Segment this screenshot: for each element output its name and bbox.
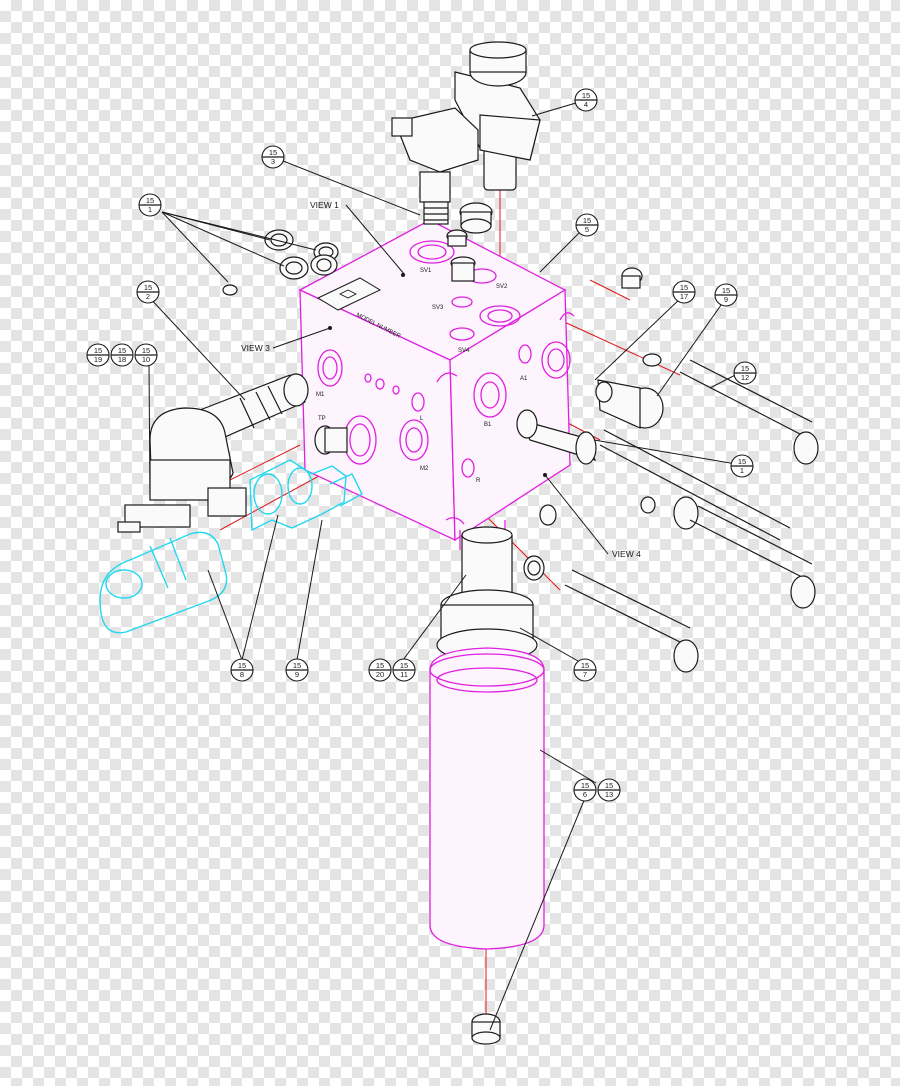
svg-text:15: 15 bbox=[741, 364, 749, 373]
balloon-item: 15 1 bbox=[138, 193, 162, 217]
balloon-item: 15 8 bbox=[230, 658, 254, 682]
svg-text:2: 2 bbox=[146, 292, 150, 301]
svg-text:11: 11 bbox=[400, 670, 408, 679]
left-fitting bbox=[314, 425, 348, 455]
port-label-top-c: SV3 bbox=[432, 305, 444, 311]
svg-text:4: 4 bbox=[584, 100, 588, 109]
svg-text:15: 15 bbox=[581, 661, 589, 670]
svg-text:15: 15 bbox=[400, 661, 408, 670]
svg-text:12: 12 bbox=[741, 373, 749, 382]
svg-text:15: 15 bbox=[144, 283, 152, 292]
svg-text:15: 15 bbox=[293, 661, 301, 670]
svg-text:15: 15 bbox=[738, 457, 746, 466]
left-solenoid-coil bbox=[117, 407, 247, 533]
port-labels: SV1 SV2 SV3 SV4 M1 TP L M2 B1 A1 R bbox=[316, 268, 528, 484]
balloon-item: 15 18 bbox=[110, 343, 134, 367]
left-cartridge-valve bbox=[199, 373, 309, 441]
balloon-item: 15 19 bbox=[86, 343, 110, 367]
svg-text:15: 15 bbox=[582, 91, 590, 100]
balloon-item: 15 11 bbox=[392, 658, 416, 682]
leader-lines bbox=[147, 99, 746, 1031]
balloons: 15 4 15 3 15 1 15 5 15 2 15 bbox=[86, 88, 757, 802]
manifold-block: MODEL NUMBER bbox=[298, 219, 575, 550]
balloon-item: 15 17 bbox=[672, 280, 696, 304]
svg-text:15: 15 bbox=[583, 216, 591, 225]
top-solenoid-valve bbox=[391, 41, 541, 225]
balloon-item: 15 2 bbox=[136, 280, 160, 304]
svg-text:19: 19 bbox=[94, 355, 102, 364]
svg-text:18: 18 bbox=[118, 355, 126, 364]
svg-text:6: 6 bbox=[583, 790, 587, 799]
svg-text:15: 15 bbox=[581, 781, 589, 790]
view-4-label: VIEW 4 bbox=[612, 549, 641, 559]
balloon-item: 15 13 bbox=[597, 778, 621, 802]
svg-text:17: 17 bbox=[680, 292, 688, 301]
svg-text:15: 15 bbox=[238, 661, 246, 670]
svg-text:10: 10 bbox=[142, 355, 150, 364]
balloon-item: 15 20 bbox=[368, 658, 392, 682]
svg-text:15: 15 bbox=[722, 286, 730, 295]
port-label-top-a: SV1 bbox=[420, 268, 432, 274]
svg-text:15: 15 bbox=[146, 196, 154, 205]
port-label-left-d: M2 bbox=[420, 466, 429, 472]
balloon-item: 15 3 bbox=[261, 145, 285, 169]
plugs-top bbox=[446, 202, 493, 282]
port-label-front-c: R bbox=[476, 478, 481, 484]
svg-text:15: 15 bbox=[142, 346, 150, 355]
port-label-front-a: B1 bbox=[484, 422, 492, 428]
svg-text:15: 15 bbox=[605, 781, 613, 790]
port-label-left-b: TP bbox=[318, 416, 326, 422]
balloon-item: 15 7 bbox=[573, 658, 597, 682]
svg-text:20: 20 bbox=[376, 670, 384, 679]
port-label-left-a: M1 bbox=[316, 392, 325, 398]
svg-text:1: 1 bbox=[148, 205, 152, 214]
port-label-top-d: SV4 bbox=[458, 348, 470, 354]
balloon-item: 15 4 bbox=[574, 88, 598, 112]
svg-text:9: 9 bbox=[724, 295, 728, 304]
svg-text:8: 8 bbox=[240, 670, 244, 679]
svg-text:15: 15 bbox=[269, 148, 277, 157]
balloon-item: 15 1 bbox=[730, 454, 754, 478]
manifold-right-face bbox=[449, 288, 571, 542]
right-components bbox=[516, 267, 819, 673]
nameplate bbox=[316, 277, 382, 311]
svg-text:15: 15 bbox=[118, 346, 126, 355]
svg-text:5: 5 bbox=[585, 225, 589, 234]
port-label-top-b: SV2 bbox=[496, 284, 508, 290]
port-label-left-c: L bbox=[420, 416, 424, 422]
svg-text:13: 13 bbox=[605, 790, 613, 799]
balloon-item: 15 9 bbox=[285, 658, 309, 682]
highlighted-relief-valve bbox=[99, 459, 363, 634]
view-1-label: VIEW 1 bbox=[310, 200, 339, 210]
seal-rings bbox=[222, 229, 339, 296]
view-3-label: VIEW 3 bbox=[241, 343, 270, 353]
balloon-item: 15 10 bbox=[134, 343, 158, 367]
svg-text:9: 9 bbox=[295, 670, 299, 679]
balloon-item: 15 6 bbox=[573, 778, 597, 802]
port-label-front-b: A1 bbox=[520, 376, 528, 382]
svg-text:3: 3 bbox=[271, 157, 275, 166]
svg-text:15: 15 bbox=[680, 283, 688, 292]
balloon-item: 15 12 bbox=[733, 361, 757, 385]
view-labels: VIEW 1 VIEW 3 VIEW 4 bbox=[241, 200, 641, 559]
svg-text:15: 15 bbox=[376, 661, 384, 670]
balloon-item: 15 9 bbox=[714, 283, 738, 307]
accumulator bbox=[429, 526, 545, 1045]
balloon-item: 15 5 bbox=[575, 213, 599, 237]
svg-text:1: 1 bbox=[740, 466, 744, 475]
svg-text:15: 15 bbox=[94, 346, 102, 355]
svg-text:7: 7 bbox=[583, 670, 587, 679]
